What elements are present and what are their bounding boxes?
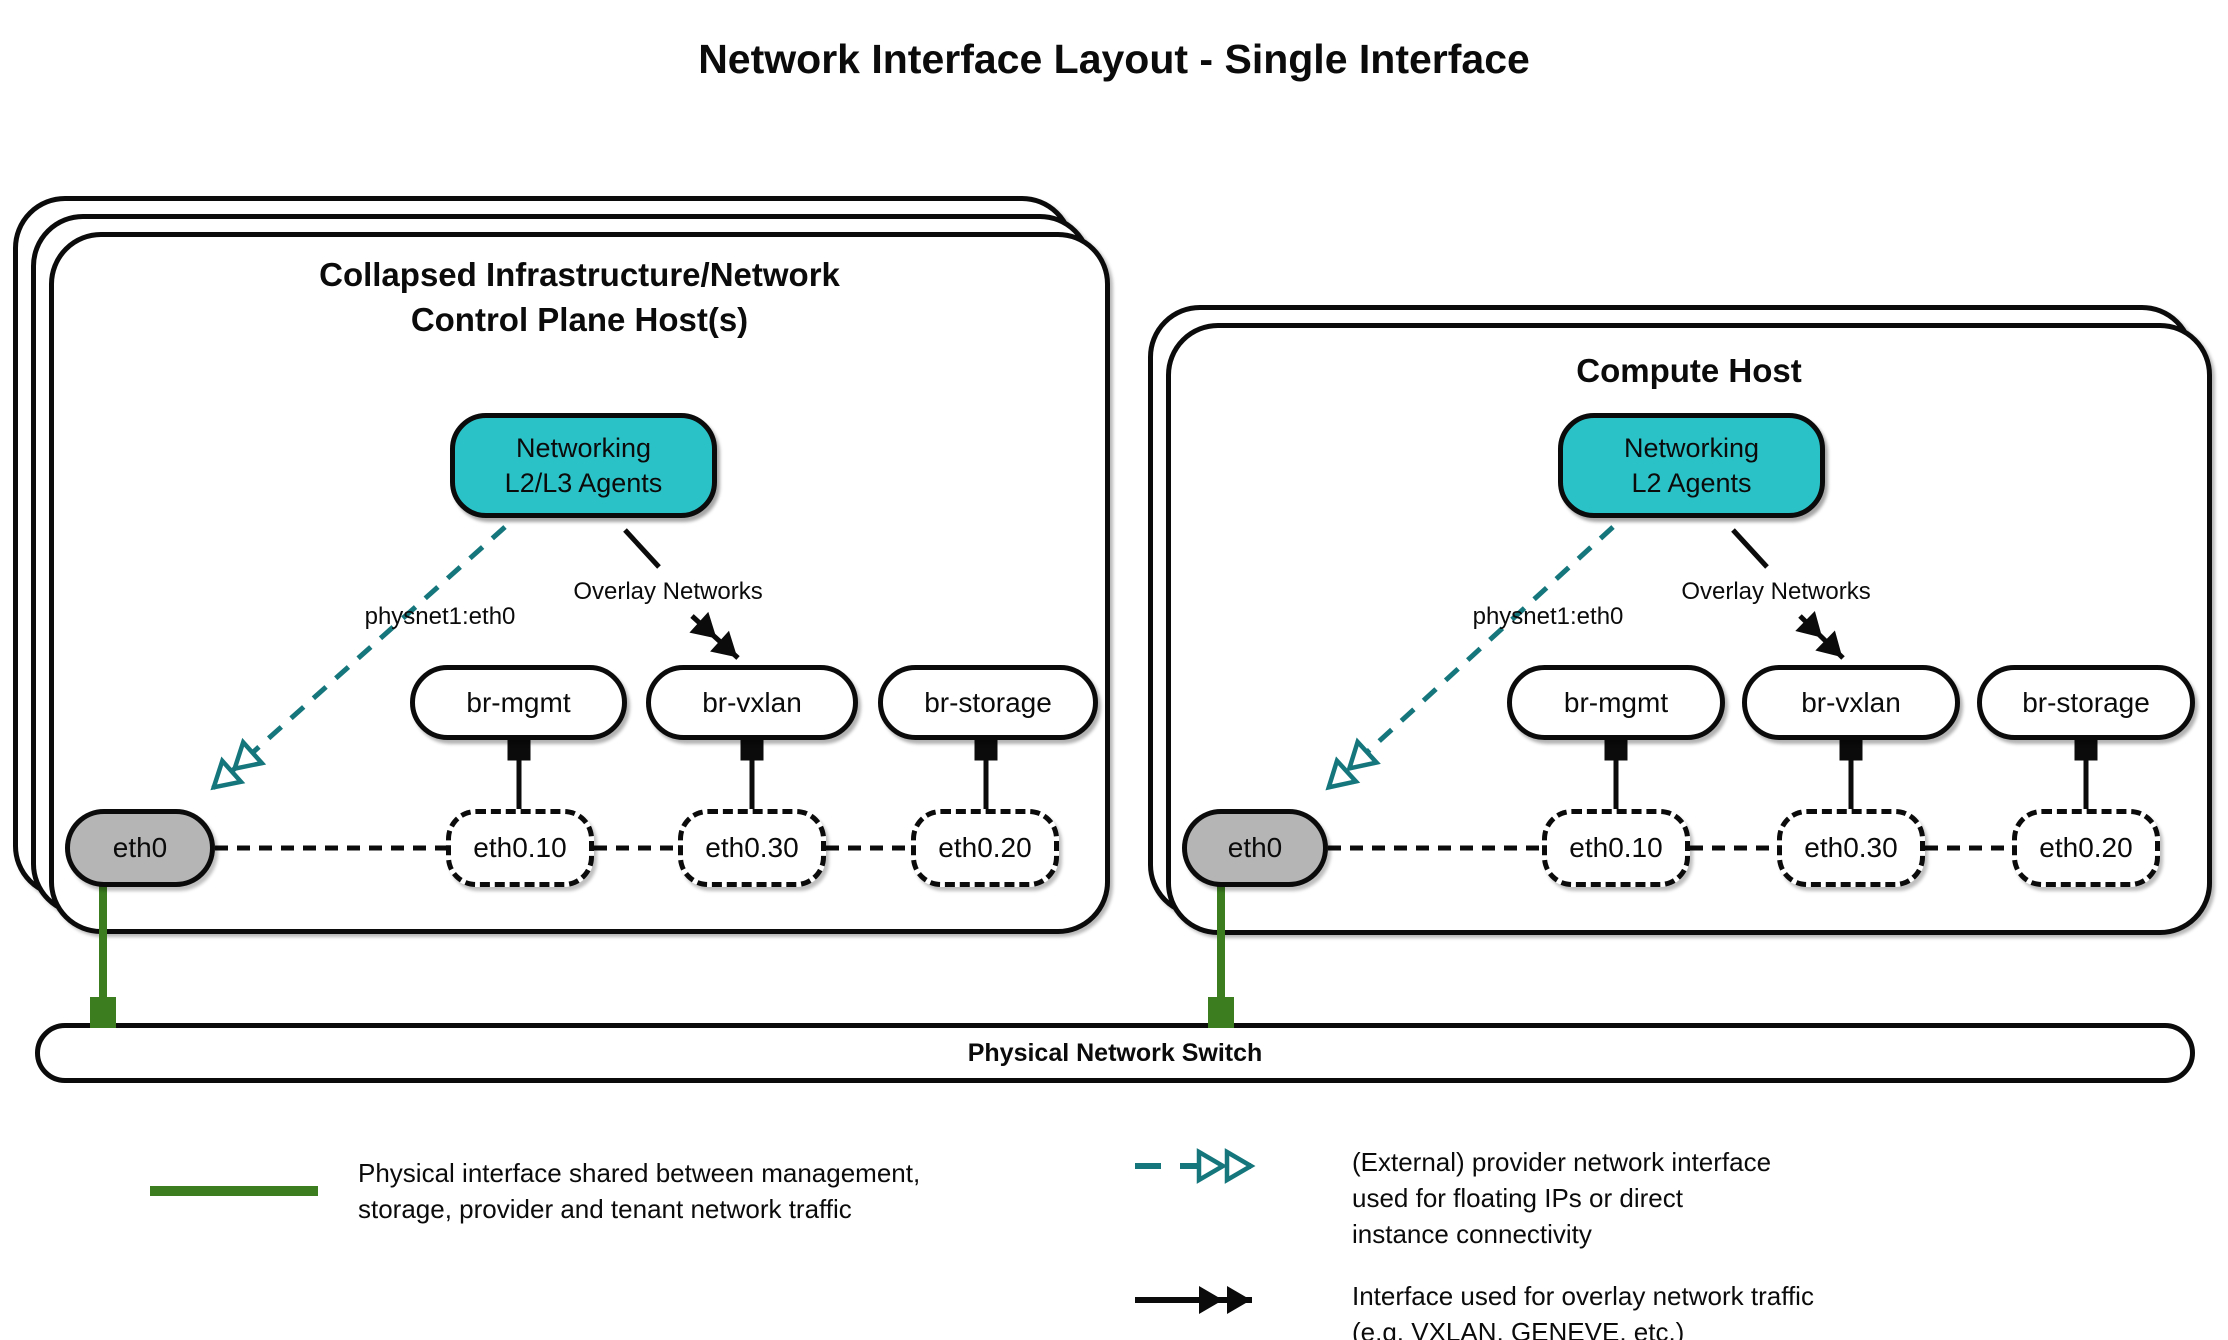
control-eth0: eth0: [65, 809, 215, 887]
compute-overlay-arrow-upper: [1731, 528, 1769, 569]
page-title: Network Interface Layout - Single Interf…: [698, 36, 1530, 82]
control-provider-arrow-label: physnet1:eth0: [364, 603, 516, 630]
legend-overlay-interface-text: Interface used for overlay network traff…: [1352, 1281, 1814, 1340]
stem-plug: [974, 739, 998, 761]
control-host-title: Collapsed Infrastructure/Network Control…: [319, 256, 840, 338]
stem-plug: [2074, 739, 2098, 761]
stem-plug: [507, 739, 531, 761]
control-bridge-br-mgmt: br-mgmt: [410, 665, 627, 740]
control-bridge-br-storage: br-storage: [878, 665, 1098, 740]
compute-provider-arrow-label: physnet1:eth0: [1472, 603, 1624, 630]
control-vlan-eth0-30: eth0.30: [678, 809, 826, 887]
compute-vlan-eth0-20: eth0.20: [2012, 809, 2160, 887]
control-bridge-stems: [507, 739, 998, 812]
control-agent-box: Networking L2/L3 Agents: [450, 413, 717, 518]
compute-bridge-br-mgmt: br-mgmt: [1507, 665, 1725, 740]
compute-provider-arrow: [1325, 525, 1615, 791]
compute-agent-box: Networking L2 Agents: [1558, 413, 1825, 518]
compute-bridge-br-vxlan: br-vxlan: [1742, 665, 1960, 740]
control-vlan-eth0-10: eth0.10: [446, 809, 594, 887]
compute-eth0: eth0: [1182, 809, 1328, 887]
control-bridge-br-vxlan: br-vxlan: [646, 665, 858, 740]
control-provider-arrow: [210, 525, 507, 791]
switch-port-plug: [90, 997, 116, 1028]
stem-plug: [1604, 739, 1628, 761]
control-vlan-eth0-20: eth0.20: [911, 809, 1059, 887]
compute-host-title: Compute Host: [1576, 352, 1802, 389]
control-overlay-arrow-lower: [689, 611, 740, 660]
stem-plug: [1839, 739, 1863, 761]
control-overlay-arrow-upper: [623, 528, 661, 569]
compute-overlay-arrow-lower: [1795, 610, 1845, 660]
compute-vlan-eth0-10: eth0.10: [1542, 809, 1690, 887]
compute-vlan-eth0-30: eth0.30: [1777, 809, 1925, 887]
switch-label: Physical Network Switch: [967, 1038, 1263, 1067]
physical-network-switch: Physical Network Switch: [35, 1023, 2195, 1083]
control-overlay-arrow-label: Overlay Networks: [573, 578, 763, 605]
stem-plug: [740, 739, 764, 761]
legend-physical-interface-text: Physical interface shared between manage…: [358, 1158, 921, 1224]
compute-overlay-arrow-label: Overlay Networks: [1681, 578, 1871, 605]
compute-bridge-br-storage: br-storage: [1977, 665, 2195, 740]
legend-provider-interface-text: (External) provider network interface us…: [1352, 1147, 1772, 1249]
physical-uplinks: [90, 883, 1234, 1028]
switch-port-plug: [1208, 997, 1234, 1028]
compute-bridge-stems: [1604, 739, 2098, 812]
